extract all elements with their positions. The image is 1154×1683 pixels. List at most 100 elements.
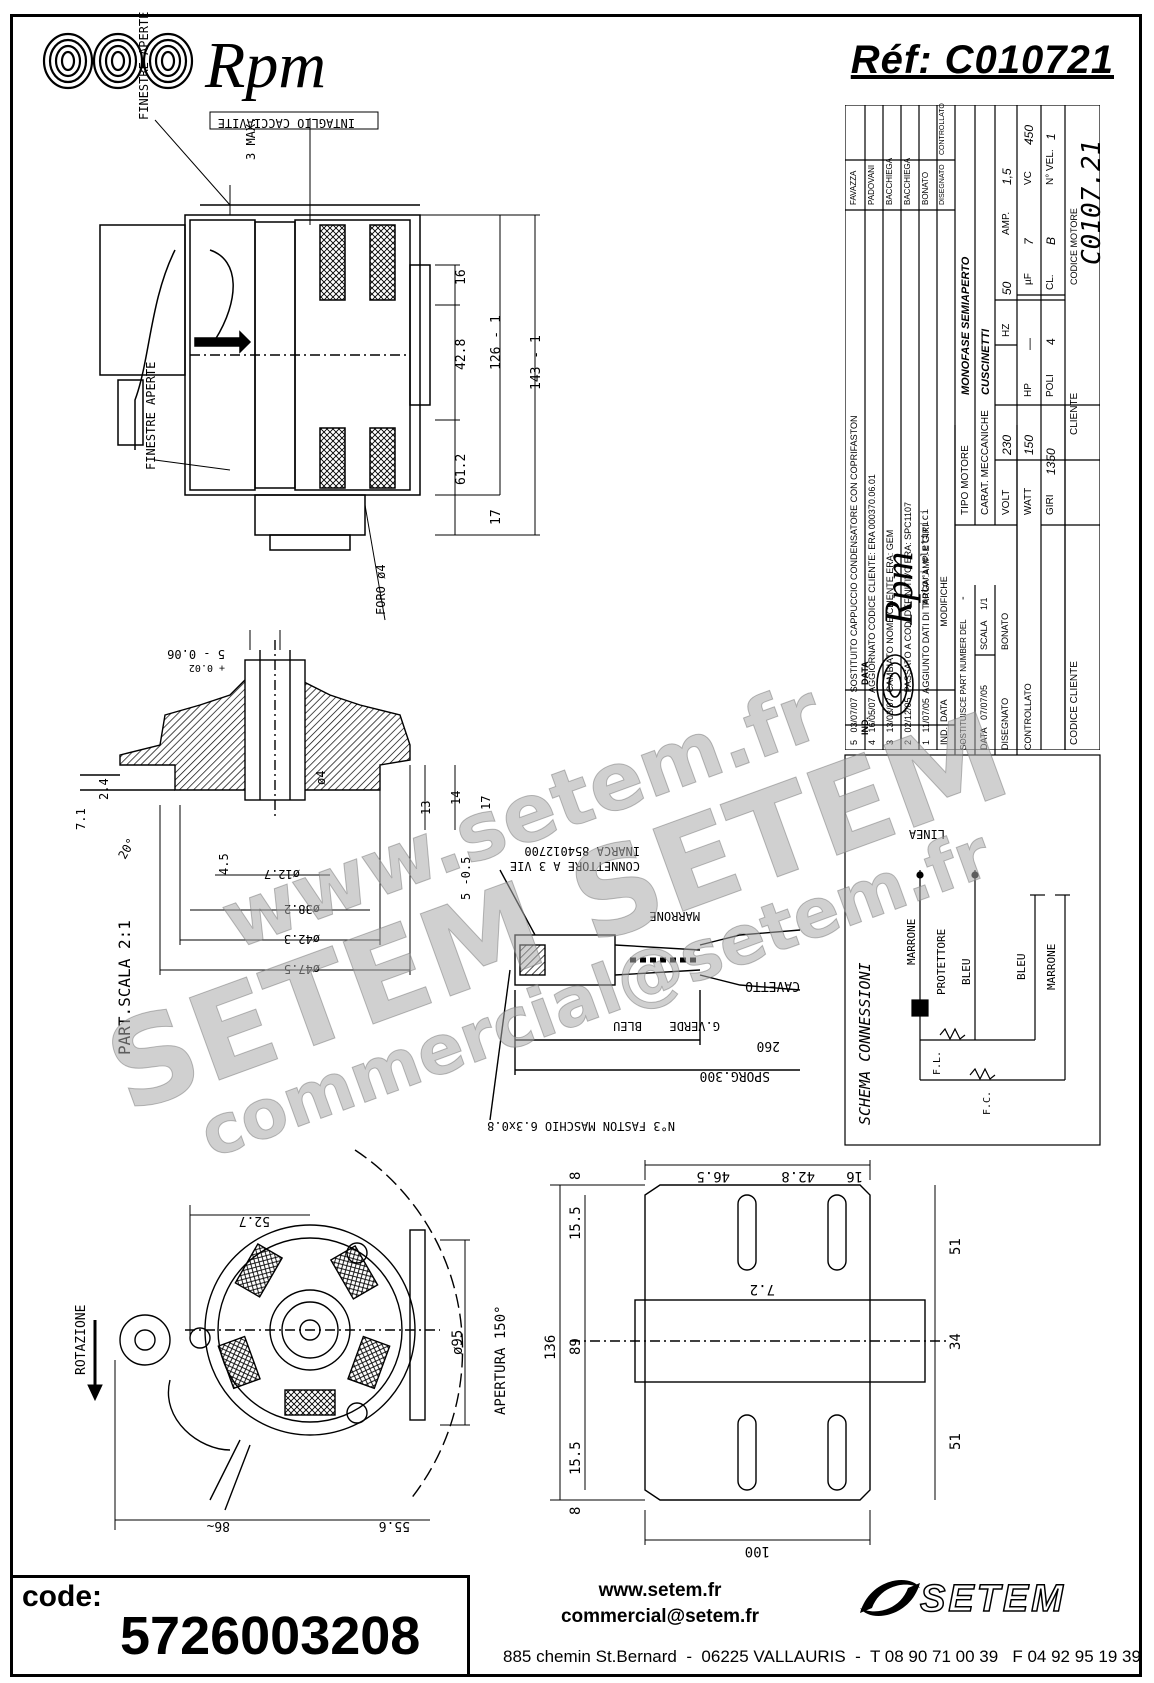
schema-fc: F.C.	[982, 1091, 993, 1115]
label-part-scala: PART.SCALA 2:1	[115, 920, 134, 1055]
brand-name: Rpm	[205, 29, 326, 102]
setem-swirl-icon	[860, 1580, 920, 1616]
hz: 50	[1000, 281, 1014, 295]
dim-phi95: ø95	[450, 1330, 466, 1355]
dim-15-5-a: 15.5	[568, 1206, 584, 1240]
dim-7-1: 7.1	[74, 808, 88, 830]
dim-16-b: 16	[846, 1168, 863, 1184]
label-finestre-top: FINESTRE APERTE	[137, 12, 151, 120]
code-box	[10, 1575, 470, 1677]
tb-rpm-sub: motori elettrici	[920, 508, 931, 605]
nvel-label: N° VEL.	[1045, 149, 1056, 185]
shaft-detail	[80, 640, 411, 820]
amp: 1,5	[1000, 168, 1014, 185]
email-link[interactable]: commercial@setem.fr	[560, 1606, 760, 1627]
dim-5-tol: 5 -0.5	[459, 857, 473, 900]
dim-42-8-b: 42.8	[781, 1168, 815, 1184]
dim-phi42-3: ø42.3	[284, 932, 320, 946]
head-disegnato: DISEGNATO	[939, 164, 946, 205]
connector-drawing	[489, 869, 801, 1121]
dim-2-4: 2.4	[97, 778, 111, 800]
dim-34: 34	[948, 1333, 964, 1350]
amp-label: AMP.	[1001, 211, 1012, 235]
label-gverde: G.VERDE	[669, 1019, 720, 1033]
dim-136: 136	[543, 1335, 559, 1360]
tb-disegnato-label: DISEGNATO	[1000, 697, 1010, 750]
dim-260: 260	[757, 1038, 780, 1053]
uf-label: µF	[1023, 273, 1034, 285]
dim-shaft-tol: 5 - 0.06	[167, 647, 225, 661]
label-foro: FORO ø4	[374, 564, 388, 615]
rev-1-by: BONATO	[921, 171, 930, 205]
page-frame	[10, 14, 1142, 1677]
carat: CUSCINETTI	[980, 329, 992, 395]
label-cavetto: CAVETTO	[745, 978, 800, 993]
website-link[interactable]: www.setem.fr	[598, 1580, 722, 1601]
dim-sporg: SPORG.300	[700, 1068, 770, 1083]
dim-143: 143 - 1	[529, 335, 544, 390]
tb-rpm-brand: Rpm	[876, 551, 921, 625]
rev-3-by: BACCHIEGA	[885, 157, 894, 205]
hp-label: HP	[1023, 383, 1034, 397]
nvel: 1	[1044, 133, 1058, 140]
tb-sost-val: -	[957, 596, 969, 600]
address: 885 chemin St.Bernard - 06225 VALLAURIS …	[503, 1647, 1141, 1666]
dim-phi12-7: ø12.7	[264, 867, 300, 881]
title-block-lower	[876, 425, 1018, 755]
mounting-plate	[570, 1184, 950, 1501]
uf: 7	[1022, 238, 1036, 245]
dim-51-a: 51	[948, 1238, 964, 1255]
dim-42-8: 42.8	[454, 339, 469, 370]
label-inarca: INARCA 854012700	[524, 844, 640, 858]
schema-protettore: PROTETTORE	[935, 929, 948, 995]
schema-fl: F.L.	[932, 1051, 943, 1075]
poli-label: POLI	[1045, 374, 1056, 397]
cl-label: CL.	[1045, 274, 1056, 290]
hp: —	[1022, 338, 1036, 350]
hz-label: HZ	[1001, 323, 1012, 337]
reference-code: Réf: C010721	[850, 38, 1114, 82]
dim-100: 100	[745, 1543, 770, 1559]
tb-scala: 1/1	[979, 597, 989, 610]
dim-51-b: 51	[948, 1433, 964, 1450]
motor-side-view	[99, 204, 431, 551]
dim-86: 86~	[206, 1518, 230, 1533]
technical-drawing: INTAGLIO CACCIAVITE FINESTRE APERTE 3 MA…	[74, 12, 1101, 1559]
schema-title: SCHEMA CONNESSIONI	[856, 962, 874, 1125]
dim-17-shaft: 17	[479, 796, 493, 810]
label-bleu: BLEU	[613, 1019, 642, 1033]
schema-connessioni	[844, 754, 1101, 1146]
label-finestre-bottom: FINESTRE APERTE	[144, 362, 158, 470]
dim-7-2: 7.2	[750, 1281, 775, 1297]
label-3max: 3 MAX.	[244, 117, 258, 160]
dim-55-6: 55.6	[379, 1518, 410, 1533]
schema-bleu-1: BLEU	[960, 959, 973, 986]
dim-17: 17	[489, 509, 504, 525]
dim-4-5: 4.5	[217, 853, 231, 875]
rev-2-by: BACCHIEGA	[903, 157, 912, 205]
schema-marrone-2: MARRONE	[1045, 944, 1058, 990]
dim-8-a: 8	[568, 1172, 584, 1180]
cl: B	[1044, 236, 1058, 245]
dim-phi38-2: ø38.2	[284, 902, 320, 916]
dim-8-b: 8	[568, 1507, 584, 1515]
dim-46-5: 46.5	[696, 1168, 730, 1184]
code-value: 5726003208	[120, 1606, 421, 1666]
tipo-motore: MONOFASE SEMIAPERTO	[960, 256, 972, 395]
dim-16: 16	[454, 269, 469, 285]
rev-4-by: PADOVANI	[867, 164, 876, 205]
tb-disegnato: BONATO	[1000, 612, 1010, 650]
dim-phi47-5: ø47.5	[284, 962, 320, 976]
schema-linea: LINEA	[908, 827, 945, 841]
tb-scala-label: SCALA	[979, 620, 989, 650]
vc-label: VC	[1023, 171, 1034, 185]
rev-5-by: FAVAZZA	[849, 170, 858, 205]
label-rotazione: ROTAZIONE	[74, 1305, 89, 1375]
dim-126: 126 - 1	[489, 315, 504, 370]
label-faston: N°3 FASTON MASCHIO 6.3x0.8	[487, 1119, 675, 1133]
schema-bleu-2: BLEU	[1015, 954, 1028, 981]
head-controllato: CONTROLLATO	[939, 103, 946, 155]
dim-15-5-b: 15.5	[568, 1441, 584, 1475]
codice-motore: C0107.21	[1077, 139, 1107, 265]
dim-52-7: 52.7	[239, 1213, 270, 1228]
